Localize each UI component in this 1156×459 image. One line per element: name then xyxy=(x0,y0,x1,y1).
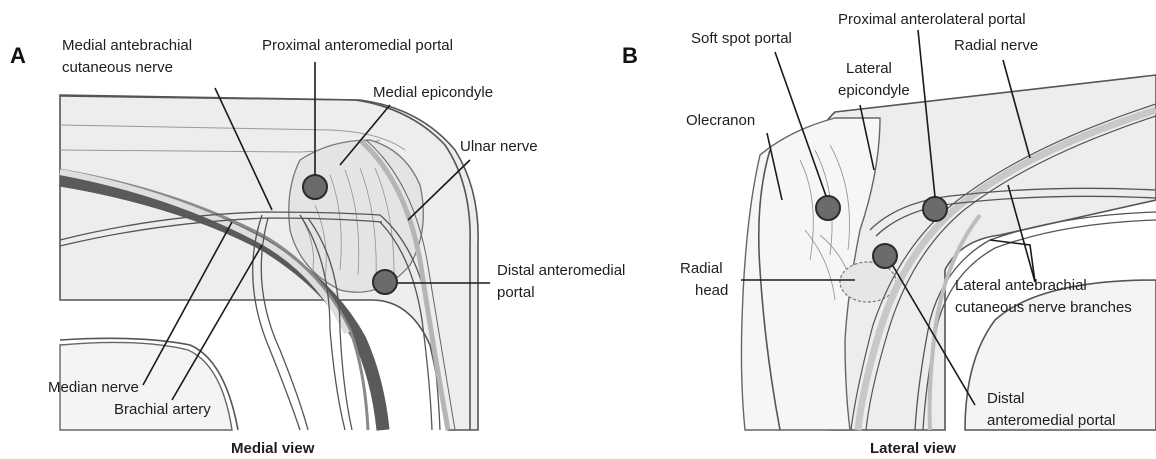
leader-lacn-branches xyxy=(990,240,1035,282)
label-mac-nerve-line2: cutaneous nerve xyxy=(62,59,173,76)
label-olecranon: Olecranon xyxy=(686,112,755,129)
panel-b-soft-spot-portal-marker xyxy=(816,196,840,220)
label-distal-anteromedial-portal-a-line2: portal xyxy=(497,284,535,301)
panel-a-caption: Medial view xyxy=(231,440,315,457)
panel-a-letter: A xyxy=(10,43,26,68)
label-ulnar-nerve: Ulnar nerve xyxy=(460,138,538,155)
label-distal-anteromedial-portal-b-line2: anteromedial portal xyxy=(987,412,1115,429)
label-brachial-artery: Brachial artery xyxy=(114,401,211,418)
label-median-nerve: Median nerve xyxy=(48,379,139,396)
label-soft-spot-portal: Soft spot portal xyxy=(691,30,792,47)
panel-a-proximal-anteromedial-portal-marker xyxy=(303,175,327,199)
label-mac-nerve-line1: Medial antebrachial xyxy=(62,37,192,54)
label-proximal-anteromedial-portal: Proximal anteromedial portal xyxy=(262,37,453,54)
label-lateral-epicondyle-line1: Lateral xyxy=(846,60,892,77)
panel-a-distal-anteromedial-portal-marker xyxy=(373,270,397,294)
panel-b-illustration xyxy=(741,30,1156,430)
panel-b-distal-anteromedial-portal-marker xyxy=(873,244,897,268)
panel-a-illustration xyxy=(60,62,490,430)
label-distal-anteromedial-portal-a-line1: Distal anteromedial xyxy=(497,262,625,279)
label-distal-anteromedial-portal-b-line1: Distal xyxy=(987,390,1025,407)
label-lacn-branches-line2: cutaneous nerve branches xyxy=(955,299,1132,316)
label-proximal-anterolateral-portal: Proximal anterolateral portal xyxy=(838,11,1026,28)
panel-b-caption: Lateral view xyxy=(870,440,956,457)
label-radial-nerve: Radial nerve xyxy=(954,37,1038,54)
label-radial-head-line1: Radial xyxy=(680,260,723,277)
label-lateral-epicondyle-line2: epicondyle xyxy=(838,82,910,99)
panel-b-proximal-anterolateral-portal-marker xyxy=(923,197,947,221)
label-lacn-branches-line1: Lateral antebrachial xyxy=(955,277,1087,294)
panel-b-letter: B xyxy=(622,43,638,68)
label-radial-head-line2: head xyxy=(695,282,728,299)
label-medial-epicondyle: Medial epicondyle xyxy=(373,84,493,101)
